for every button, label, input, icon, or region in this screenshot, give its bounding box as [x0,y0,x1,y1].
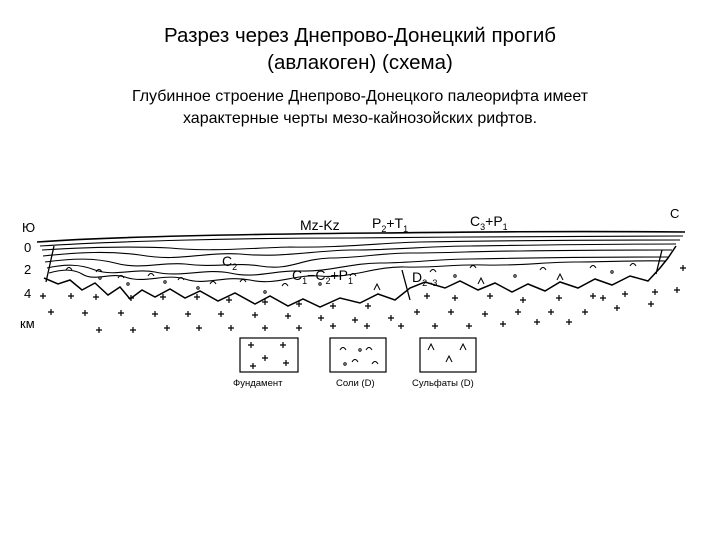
label-d2-3: D2−3 [412,269,437,288]
legend: Фундамент Соли (D) Сульфаты (D) [233,337,477,389]
boundary-c3-p1 [42,243,677,259]
sulfate-symbols [373,272,564,291]
legend-sulfates: Сульфаты (D) [412,337,477,389]
direction-right-label: С [670,206,679,221]
label-c2: C2 [222,253,237,272]
depth-axis: Ю 0 2 4 км С [20,206,679,331]
slide-title: Разрез через Днепрово-Донецкий прогиб (а… [0,22,720,76]
title-line-2: (авлакоген) (схема) [267,51,453,74]
label-p2-t1: P2+T1 [372,215,408,234]
legend-sulfates-label: Сульфаты (D) [412,378,474,389]
surface-line [36,230,686,243]
slide-subtitle: Глубинное строение Днепрово-Донецкого па… [0,86,720,130]
direction-left-label: Ю [22,220,35,235]
fault-left [45,245,55,283]
basement-top [43,245,677,308]
boundary-salt-top [48,260,666,283]
depth-unit-label: км [20,316,35,331]
layer-boundaries [36,230,686,308]
subtitle-line-2: характерные черты мезо-кайнозойских рифт… [182,110,538,127]
foundation-crosses [40,265,686,333]
depth-tick-0: 0 [24,240,31,255]
legend-salts-label: Соли (D) [336,378,375,389]
fault-right [655,249,663,275]
legend-foundation: Фундамент [233,337,299,389]
title-line-1: Разрез через Днепрово-Донецкий прогиб [163,24,557,47]
boundary-c1-c2 [46,256,669,276]
depth-tick-4: 4 [24,286,31,301]
label-c3-p1: C3+P1 [470,213,508,232]
legend-foundation-label: Фундамент [233,378,283,389]
label-c1-c2-p1: C1−C2+P1 [292,267,353,286]
boundary-mz-kz [39,235,684,247]
strat-labels: Mz-Kz P2+T1 C3+P1 C2 C1−C2+P1 D2−3 [222,213,508,288]
legend-salts: Соли (D) [329,337,387,389]
depth-tick-2: 2 [24,262,31,277]
label-mz-kz: Mz-Kz [300,217,340,233]
subtitle-line-1: Глубинное строение Днепрово-Донецкого па… [131,88,589,105]
boundary-c2 [44,249,673,268]
salt-symbols [65,263,637,294]
boundary-p2-t1 [41,239,681,251]
fault-center [401,269,411,301]
